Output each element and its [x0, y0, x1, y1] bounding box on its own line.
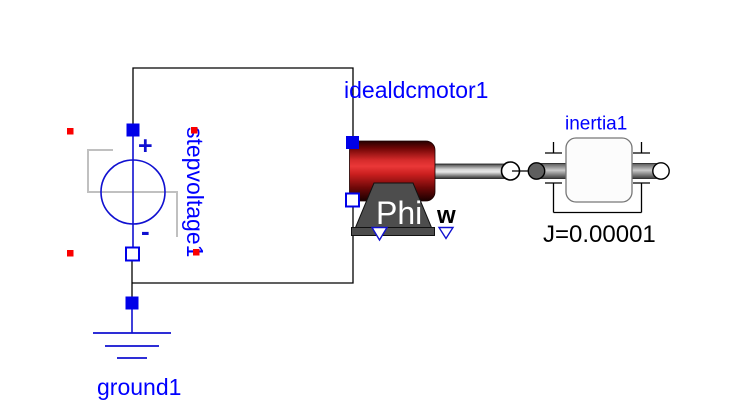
inertia-parameter-text: J=0.00001	[543, 221, 656, 248]
connection-wires[interactable]	[131, 67, 354, 300]
plus-sign: +	[138, 132, 153, 160]
component-idealdcmotor1[interactable]: Phi w idealdcmotor1	[344, 77, 521, 242]
selection-handle-bottom-left[interactable]	[67, 250, 74, 257]
motor-base-bar	[351, 227, 435, 236]
inertia-flange-b-connector[interactable]	[652, 162, 670, 180]
selection-handle-top-left[interactable]	[67, 128, 74, 135]
component-stepvoltage1[interactable]: + - stepvoltage1	[67, 123, 208, 262]
pin-motor-positive[interactable]	[346, 136, 359, 149]
phi-output-label: Phi	[376, 195, 422, 231]
motor-shaft	[429, 163, 511, 179]
selection-handle-top-right[interactable]	[191, 127, 198, 134]
pin-ground[interactable]	[125, 296, 139, 310]
component-inertia1[interactable]: inertia1 J=0.00001	[527, 114, 670, 249]
inertia-mass-body[interactable]	[565, 137, 633, 203]
inertia-flange-a-connector[interactable]	[527, 162, 546, 180]
w-output-label: w	[436, 202, 456, 229]
component-label-stepvoltage1: stepvoltage1	[182, 127, 208, 257]
pin-motor-negative[interactable]	[345, 192, 360, 208]
inertia-bearing-marks	[545, 142, 650, 214]
wire-source-to-motor-positive[interactable]	[132, 67, 354, 141]
component-ground1[interactable]: ground1	[93, 296, 181, 401]
w-output-connector[interactable]	[437, 226, 455, 240]
component-label-inertia1: inertia1	[565, 114, 627, 135]
selection-handle-bottom-right[interactable]	[193, 249, 200, 256]
minus-sign: -	[141, 216, 150, 246]
pin-positive[interactable]	[126, 123, 140, 137]
phi-output-connector[interactable]	[370, 226, 389, 242]
pin-negative[interactable]	[125, 246, 140, 262]
voltage-source-circle[interactable]	[100, 159, 166, 225]
wire-motor-negative-to-junction[interactable]	[132, 204, 354, 284]
component-label-idealdcmotor1: idealdcmotor1	[344, 77, 488, 103]
component-label-ground1: ground1	[97, 374, 181, 400]
step-signal-icon	[87, 149, 178, 237]
